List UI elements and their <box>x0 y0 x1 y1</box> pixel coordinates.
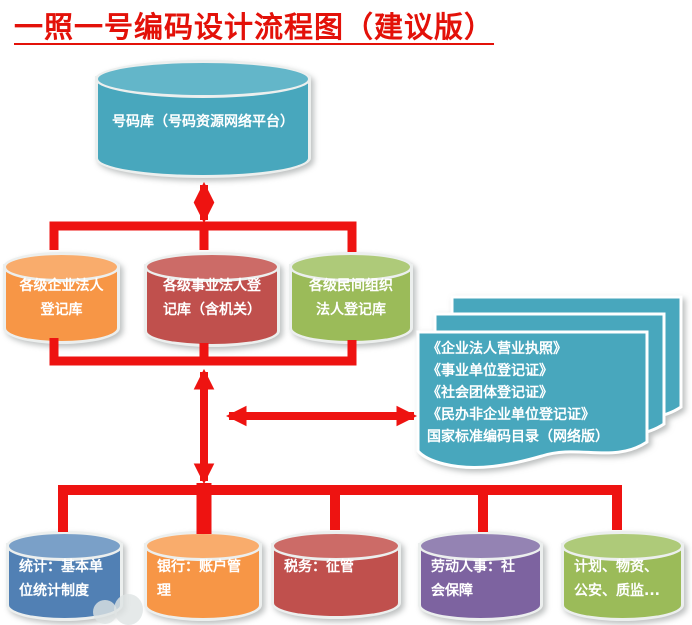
certificate-list: 《企业法人营业执照》 《事业单位登记证》 《社会团体登记证》 《民办非企业单位登… <box>427 338 645 448</box>
consumer-cylinder-tax: 税务：征管 <box>271 531 401 619</box>
consumer-tax-label: 税务：征管 <box>284 559 354 575</box>
number-db-label: 号码库（号码资源网络平台） <box>112 114 294 130</box>
cylinder-top <box>144 252 280 282</box>
cylinder-top <box>418 531 543 561</box>
certificate-line: 《社会团体登记证》 <box>427 385 553 401</box>
consumer-bank-label: 银行：账户管 理 <box>157 559 241 599</box>
number-db-cylinder: 号码库（号码资源网络平台） <box>95 60 311 178</box>
consumer-cylinder-planning: 计划、物资、 公安、质监... <box>561 531 684 621</box>
consumer-labor-label: 劳动人事：社 会保障 <box>431 559 515 599</box>
cylinder-top <box>3 252 120 282</box>
certificate-line: 《企业法人营业执照》 <box>427 341 567 357</box>
certificate-line: 《事业单位登记证》 <box>427 363 553 379</box>
consumer-cylinder-labor: 劳动人事：社 会保障 <box>418 531 543 621</box>
bracket-registries-top <box>49 221 357 252</box>
registry-cylinder-enterprise: 各级企业法人 登记库 <box>3 252 120 344</box>
certificate-line: 《民办非企业单位登记证》 <box>427 407 595 423</box>
registry-cylinder-institution: 各级事业法人登 记库（含机关） <box>144 252 280 347</box>
certificate-document-stack <box>416 295 683 469</box>
page-title: 一照一号编码设计流程图（建议版） <box>14 12 495 44</box>
consumer-statistics-label: 统计：基本单 位统计制度 <box>19 559 103 599</box>
registry-enterprise-label: 各级企业法人 登记库 <box>19 278 104 318</box>
registry-institution-label: 各级事业法人登 记库（含机关） <box>163 278 261 318</box>
document-sheet-front <box>416 330 649 469</box>
consumer-cylinder-statistics: 统计：基本单 位统计制度 <box>6 531 123 621</box>
cylinder-top <box>561 531 684 561</box>
bracket-consumers <box>58 485 622 532</box>
cylinder-top <box>271 531 401 561</box>
cylinder-top <box>95 60 311 98</box>
certificate-line: 国家标准编码目录（网络版） <box>427 429 609 445</box>
consumer-planning-label: 计划、物资、 公安、质监... <box>574 559 660 599</box>
cylinder-top <box>6 531 123 561</box>
cylinder-top <box>289 252 413 282</box>
consumer-cylinder-bank: 银行：账户管 理 <box>144 531 262 621</box>
registry-civil-org-label: 各级民间组织 法人登记库 <box>309 278 393 318</box>
registry-cylinder-civil-org: 各级民间组织 法人登记库 <box>289 252 413 344</box>
watermark-circle <box>93 600 117 624</box>
watermark-circle <box>114 594 143 625</box>
